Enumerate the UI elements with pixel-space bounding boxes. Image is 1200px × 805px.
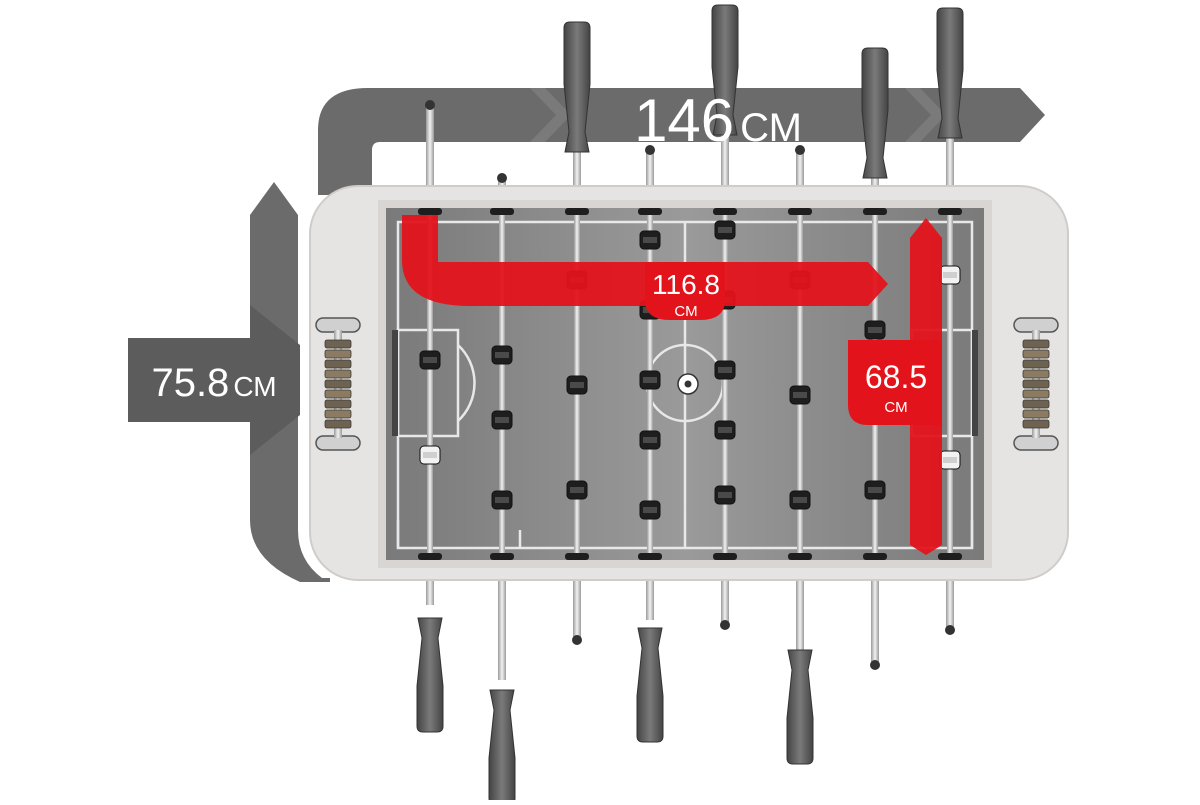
counter-bead [1022, 359, 1050, 369]
counter-bead [324, 419, 352, 429]
rod-field-section [499, 208, 505, 560]
counter-bead [1022, 379, 1050, 389]
player-figure-detail [495, 417, 509, 423]
rod-handle [936, 7, 964, 139]
counter-bead [1022, 339, 1050, 349]
field-width-unit: СМ [884, 399, 907, 416]
rod-bumper-bottom [788, 553, 812, 560]
player-figure-detail [495, 497, 509, 503]
field-width-value: 68.5 [865, 359, 927, 395]
player-figure-detail [423, 452, 437, 458]
rod-bumper-bottom [938, 553, 962, 560]
counter-bead [324, 339, 352, 349]
rod-bumper-bottom [565, 553, 589, 560]
rod-bumper-bottom [418, 553, 442, 560]
player-figure-detail [643, 507, 657, 513]
player-figure-detail [570, 382, 584, 388]
counter-bead [1022, 419, 1050, 429]
player-figure-detail [423, 357, 437, 363]
counter-rail-top [1013, 317, 1059, 333]
field-width-dimension [848, 218, 942, 555]
rod-handle [488, 689, 516, 805]
rod-bumper-top [938, 208, 962, 215]
player-figure-detail [643, 237, 657, 243]
rod-end-cap [497, 173, 507, 183]
player-figure-detail [718, 367, 732, 373]
rod-field-section [947, 208, 953, 560]
player-figure-detail [868, 327, 882, 333]
player-figure-detail [718, 427, 732, 433]
counter-bead [324, 369, 352, 379]
rod-field-section [427, 208, 433, 560]
width-dimension-arrow [128, 182, 330, 582]
field-length-dimension [402, 215, 888, 320]
player-figure-detail [868, 487, 882, 493]
player-figure-detail [943, 272, 957, 278]
player-figure-detail [643, 437, 657, 443]
counter-bead [1022, 389, 1050, 399]
ball [677, 373, 699, 395]
player-figure-detail [718, 227, 732, 233]
rod-end-cap [945, 625, 955, 635]
goal-right [972, 330, 978, 436]
rod-bumper-top [490, 208, 514, 215]
counter-bead [324, 349, 352, 359]
counter-bead [1022, 399, 1050, 409]
counter-bead [1022, 369, 1050, 379]
score-counter-left [315, 317, 361, 451]
player-figure-detail [793, 497, 807, 503]
rod-handle [636, 627, 664, 743]
counter-rail-top [315, 317, 361, 333]
rod-end-cap [870, 660, 880, 670]
counter-rail-bottom [315, 435, 361, 451]
player-figure-detail [718, 492, 732, 498]
field-length-unit: СМ [674, 303, 697, 320]
rod-bumper-top [788, 208, 812, 215]
score-counter-right [1013, 317, 1059, 451]
rod-end-cap [425, 100, 435, 110]
counter-bead [324, 359, 352, 369]
rod-field-section [722, 208, 728, 560]
player-figure-detail [943, 457, 957, 463]
player-figure-detail [643, 377, 657, 383]
rod-field-section [797, 208, 803, 560]
rod-end-cap [572, 635, 582, 645]
rod-bumper-bottom [490, 553, 514, 560]
rod-bumper-top [418, 208, 442, 215]
rod-end-cap [720, 620, 730, 630]
field-length-value: 116.8 [652, 269, 720, 300]
counter-bead [1022, 349, 1050, 359]
player-figure-detail [793, 392, 807, 398]
counter-bead [324, 399, 352, 409]
rod-end-cap [795, 145, 805, 155]
rod-handle [861, 47, 889, 179]
counter-bead [324, 379, 352, 389]
rod-bumper-top [565, 208, 589, 215]
rod-end-cap [645, 145, 655, 155]
rod-handle [711, 4, 739, 136]
player-figure-detail [570, 487, 584, 493]
goal-left [392, 330, 398, 436]
rod-bumper-bottom [638, 553, 662, 560]
rod-handle [786, 649, 814, 765]
rod-bumper-bottom [863, 553, 887, 560]
rod-handle [563, 21, 591, 153]
rod-bumper-top [638, 208, 662, 215]
counter-bead [324, 409, 352, 419]
counter-bead [1022, 409, 1050, 419]
counter-rail-bottom [1013, 435, 1059, 451]
player-figure-detail [495, 352, 509, 358]
rod-bumper-top [863, 208, 887, 215]
counter-bead [324, 389, 352, 399]
rod-bumper-bottom [713, 553, 737, 560]
rod-handle [416, 617, 444, 733]
rod-bumper-top [713, 208, 737, 215]
